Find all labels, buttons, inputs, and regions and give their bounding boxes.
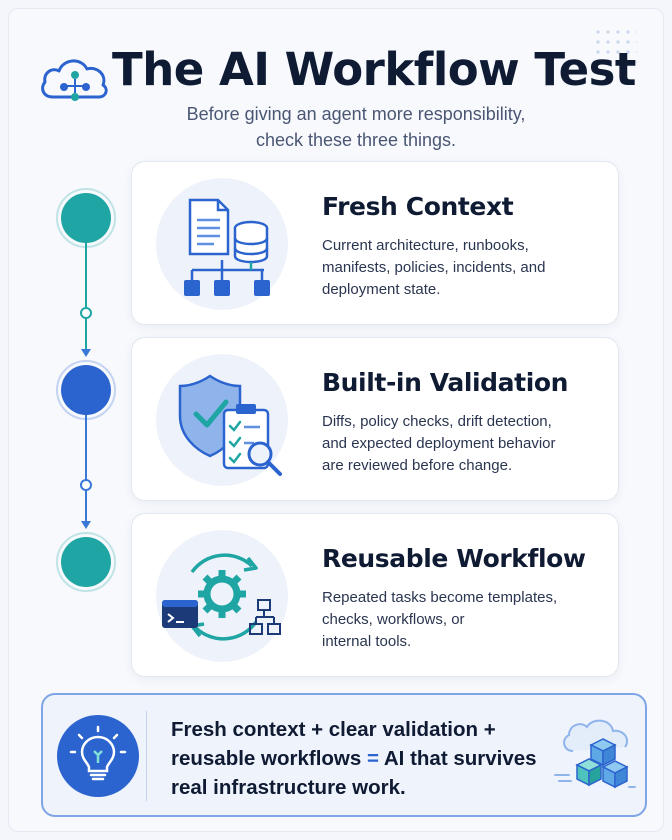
summary-line-3: real infrastructure work. — [171, 776, 406, 799]
lightbulb-icon — [57, 715, 139, 797]
step-description-1-line-2: manifests, policies, incidents, and — [322, 259, 546, 276]
subtitle-line-2: check these three things. — [255, 130, 457, 150]
step-card-built-in-validation: Built-in Validation Diffs, policy checks… — [131, 337, 619, 501]
step-description-3-line-2: checks, workflows, or — [322, 611, 465, 628]
summary-equals-sign: = — [366, 747, 379, 770]
step-description-3: Repeated tasks become templates, checks,… — [322, 587, 602, 653]
step-title-3: Reusable Workflow — [322, 544, 586, 573]
subtitle-line-1: Before giving an agent more responsibili… — [186, 104, 526, 124]
summary-line-2-start: reusable workflows — [171, 747, 367, 770]
step-description-3-line-3: internal tools. — [322, 633, 412, 650]
timeline-arrow-2 — [81, 521, 91, 529]
step-card-reusable-workflow: Reusable Workflow Repeated tasks become … — [131, 513, 619, 677]
timeline-node-1 — [80, 307, 92, 319]
step-description-2-line-1: Diffs, policy checks, drift detection, — [322, 413, 552, 430]
step-description-1-line-1: Current architecture, runbooks, — [322, 237, 529, 254]
cloud-network-icon — [41, 59, 108, 101]
step-description-2-line-3: are reviewed before change. — [322, 457, 513, 474]
step-description-3-line-1: Repeated tasks become templates, — [322, 589, 558, 606]
step-description-1-line-3: deployment state. — [322, 281, 441, 298]
step-number-1: 1 — [56, 188, 116, 248]
timeline-segment-1 — [85, 241, 87, 351]
document-database-tree-icon — [156, 178, 288, 310]
page-subtitle: Before giving an agent more responsibili… — [9, 101, 663, 153]
step-description-1: Current architecture, runbooks, manifest… — [322, 235, 602, 301]
summary-divider — [146, 711, 147, 801]
step-number-3: 3 — [56, 532, 116, 592]
decorative-dot-grid — [593, 27, 637, 67]
timeline-segment-2 — [85, 413, 87, 523]
timeline-arrow-1 — [81, 349, 91, 357]
timeline-node-2 — [80, 479, 92, 491]
step-description-2: Diffs, policy checks, drift detection, a… — [322, 411, 602, 477]
step-description-2-line-2: and expected deployment behavior — [322, 435, 556, 452]
page-title: The AI Workflow Test — [112, 43, 636, 96]
summary-line-2-end: AI that survives — [378, 747, 537, 770]
cloud-blocks-icon — [554, 719, 636, 789]
gear-cycle-terminal-icon — [156, 530, 288, 662]
summary-panel: Fresh context + clear validation + reusa… — [41, 693, 647, 817]
step-card-fresh-context: Fresh Context Current architecture, runb… — [131, 161, 619, 325]
shield-checklist-magnifier-icon — [156, 354, 288, 486]
infographic-page: The AI Workflow Test Before giving an ag… — [8, 8, 664, 832]
summary-line-1: Fresh context + clear validation + — [171, 718, 496, 741]
step-title-1: Fresh Context — [322, 192, 514, 221]
step-number-2: 2 — [56, 360, 116, 420]
summary-text: Fresh context + clear validation + reusa… — [171, 715, 551, 802]
step-title-2: Built-in Validation — [322, 368, 569, 397]
summary-line-2: reusable workflows = AI that survives — [171, 744, 551, 773]
